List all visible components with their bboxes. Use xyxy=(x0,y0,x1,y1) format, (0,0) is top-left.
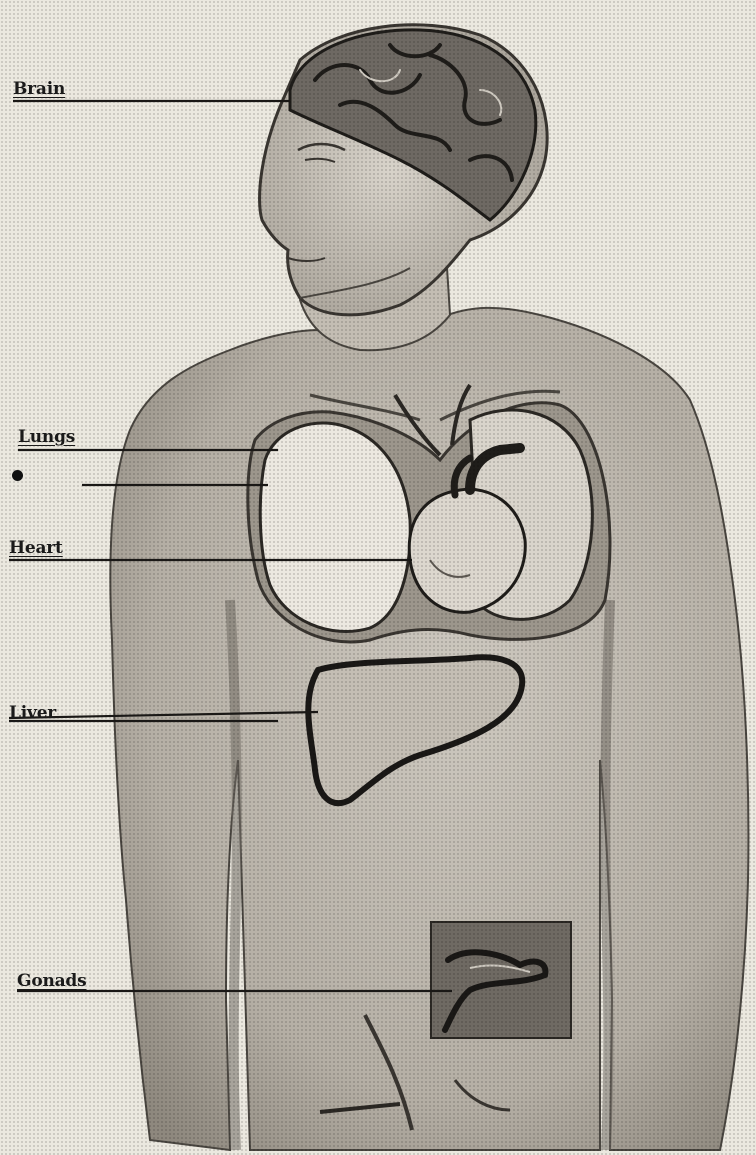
label-heart: Heart xyxy=(9,538,63,558)
label-lungs: Lungs xyxy=(18,427,75,447)
label-brain: Brain xyxy=(13,79,65,99)
bullet-marker xyxy=(12,470,23,481)
label-liver: Liver xyxy=(9,703,56,723)
label-gonads: Gonads xyxy=(17,971,87,991)
